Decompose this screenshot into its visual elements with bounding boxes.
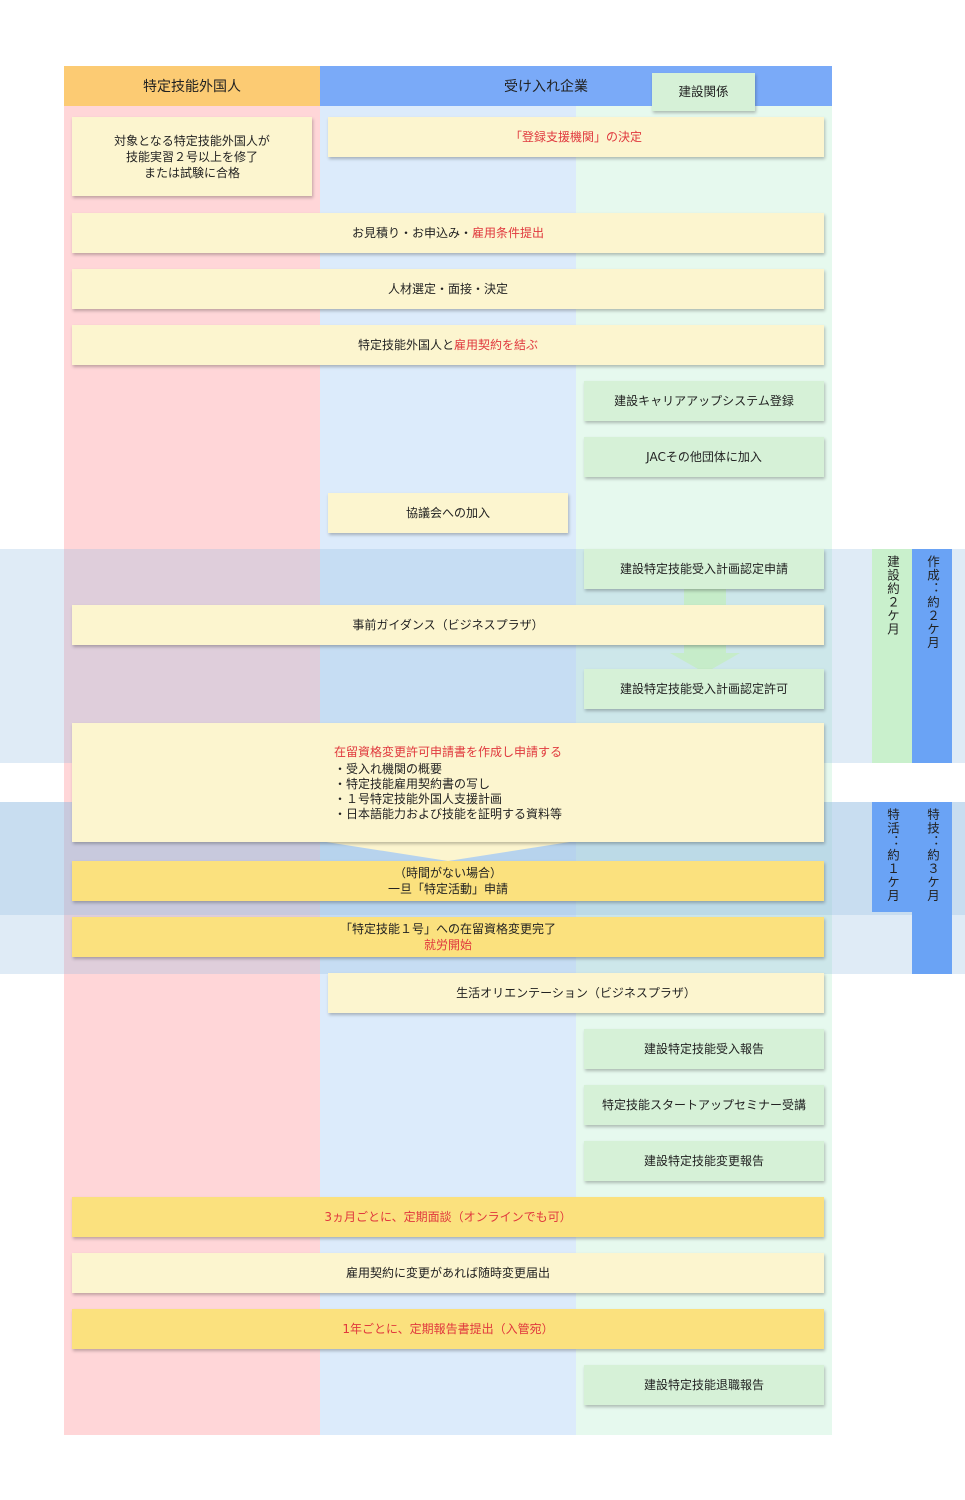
- step-contract: 特定技能外国人と雇用契約を結ぶ: [72, 325, 824, 365]
- step-register-support: 「登録支援機関」の決定: [328, 117, 824, 157]
- eligibility-line-1: 対象となる特定技能外国人が: [114, 133, 270, 148]
- contract-label-highlight: 雇用契約を結ぶ: [454, 338, 539, 352]
- eligibility-line-2: 技能実習２号以上を修了: [125, 149, 258, 164]
- specific-activity-line-2: 一旦「特定活動」申請: [387, 882, 508, 896]
- duration-skill-3m: 特技：約３ケ月: [912, 802, 952, 974]
- plan-permit-label: 建設特定技能受入計画認定許可: [619, 682, 788, 696]
- visa-requirements: ・受入れ機関の概要 ・特定技能雇用契約書の写し ・１号特定技能外国人支援計画 ・…: [334, 762, 562, 822]
- step-contract-change: 雇用契約に変更があれば随時変更届出: [72, 1253, 824, 1293]
- step-annual-report: 1年ごとに、定期報告書提出（入管宛）: [72, 1309, 824, 1349]
- visa-item: ・１号特定技能外国人支援計画: [333, 791, 502, 806]
- step-plan-apply: 建設特定技能受入計画認定申請: [584, 549, 824, 589]
- report-change-label: 建設特定技能変更報告: [643, 1154, 764, 1168]
- step-guidance: 事前ガイダンス（ビジネスプラザ）: [72, 605, 824, 645]
- work-start-label: 就労開始: [423, 938, 472, 952]
- visa-title: 在留資格変更許可申請書を作成し申請する: [333, 744, 562, 759]
- step-eligibility: 対象となる特定技能外国人が 技能実習２号以上を修了 または試験に合格: [72, 117, 312, 196]
- worker-header: 特定技能外国人: [64, 66, 320, 106]
- company-header-label: 受け入れ企業: [504, 79, 588, 95]
- duration-construction-2m: 建設約２ケ月: [872, 549, 912, 763]
- duration-create-2m-label: 作成：約２ケ月: [925, 555, 940, 650]
- step-periodic-interview: 3ヵ月ごとに、定期面談（オンラインでも可）: [72, 1197, 824, 1237]
- step-report-accept: 建設特定技能受入報告: [584, 1029, 824, 1069]
- annual-report-label: 1年ごとに、定期報告書提出（入管宛）: [342, 1322, 554, 1336]
- contract-change-label: 雇用契約に変更があれば随時変更届出: [345, 1266, 550, 1280]
- visa-pointer: [320, 841, 576, 861]
- report-accept-label: 建設特定技能受入報告: [643, 1042, 764, 1056]
- step-report-change: 建設特定技能変更報告: [584, 1141, 824, 1181]
- step-council: 協議会への加入: [328, 493, 568, 533]
- construction-tag: 建設関係: [652, 73, 755, 111]
- selection-label: 人材選定・面接・決定: [387, 282, 508, 296]
- plan-apply-label: 建設特定技能受入計画認定申請: [619, 562, 788, 576]
- estimate-label: お見積り・お申込み・: [351, 226, 472, 240]
- estimate-label-highlight: 雇用条件提出: [472, 226, 545, 240]
- step-orientation: 生活オリエンテーション（ビジネスプラザ）: [328, 973, 824, 1013]
- step-visa-complete: 「特定技能１号」への在留資格変更完了 就労開始: [72, 917, 824, 957]
- specific-activity-line-1: （時間がない場合）: [393, 866, 502, 880]
- construction-tag-label: 建設関係: [678, 84, 729, 99]
- interview-label: 3ヵ月ごとに、定期面談（オンラインでも可）: [324, 1210, 572, 1224]
- seminar-label: 特定技能スタートアップセミナー受講: [601, 1098, 806, 1112]
- company-header: 受け入れ企業: [320, 66, 832, 106]
- report-retire-label: 建設特定技能退職報告: [643, 1378, 764, 1392]
- visa-item: ・日本語能力および技能を証明する資料等: [333, 806, 562, 821]
- guidance-label: 事前ガイダンス（ビジネスプラザ）: [352, 618, 544, 632]
- contract-label: 特定技能外国人と: [357, 338, 454, 352]
- step-jac: JACその他団体に加入: [584, 437, 824, 477]
- duration-skill-3m-label: 特技：約３ケ月: [925, 808, 940, 903]
- duration-create-2m: 作成：約２ケ月: [912, 549, 952, 763]
- council-label: 協議会への加入: [405, 506, 490, 520]
- visa-complete-label: 「特定技能１号」への在留資格変更完了: [339, 922, 556, 936]
- worker-header-label: 特定技能外国人: [143, 79, 241, 95]
- step-plan-permit: 建設特定技能受入計画認定許可: [584, 669, 824, 709]
- jac-label: JACその他団体に加入: [646, 450, 762, 464]
- eligibility-line-3: または試験に合格: [143, 165, 240, 180]
- step-estimate: お見積り・お申込み・雇用条件提出: [72, 213, 824, 253]
- visa-item: ・受入れ機関の概要: [333, 761, 442, 776]
- visa-item: ・特定技能雇用契約書の写し: [333, 776, 490, 791]
- step-report-retire: 建設特定技能退職報告: [584, 1365, 824, 1405]
- register-support-label: 「登録支援機関」の決定: [509, 130, 642, 144]
- step-ccus: 建設キャリアアップシステム登録: [584, 381, 824, 421]
- step-selection: 人材選定・面接・決定: [72, 269, 824, 309]
- step-visa-application: 在留資格変更許可申請書を作成し申請する ・受入れ機関の概要 ・特定技能雇用契約書…: [72, 723, 824, 842]
- ccus-label: 建設キャリアアップシステム登録: [614, 394, 794, 408]
- duration-construction-2m-label: 建設約２ケ月: [885, 555, 900, 636]
- duration-activity-1m-label: 特活：約１ケ月: [885, 808, 900, 903]
- step-specific-activity: （時間がない場合） 一旦「特定活動」申請: [72, 861, 824, 901]
- step-seminar: 特定技能スタートアップセミナー受講: [584, 1085, 824, 1125]
- orientation-label: 生活オリエンテーション（ビジネスプラザ）: [456, 986, 696, 1000]
- duration-activity-1m: 特活：約１ケ月: [872, 802, 912, 912]
